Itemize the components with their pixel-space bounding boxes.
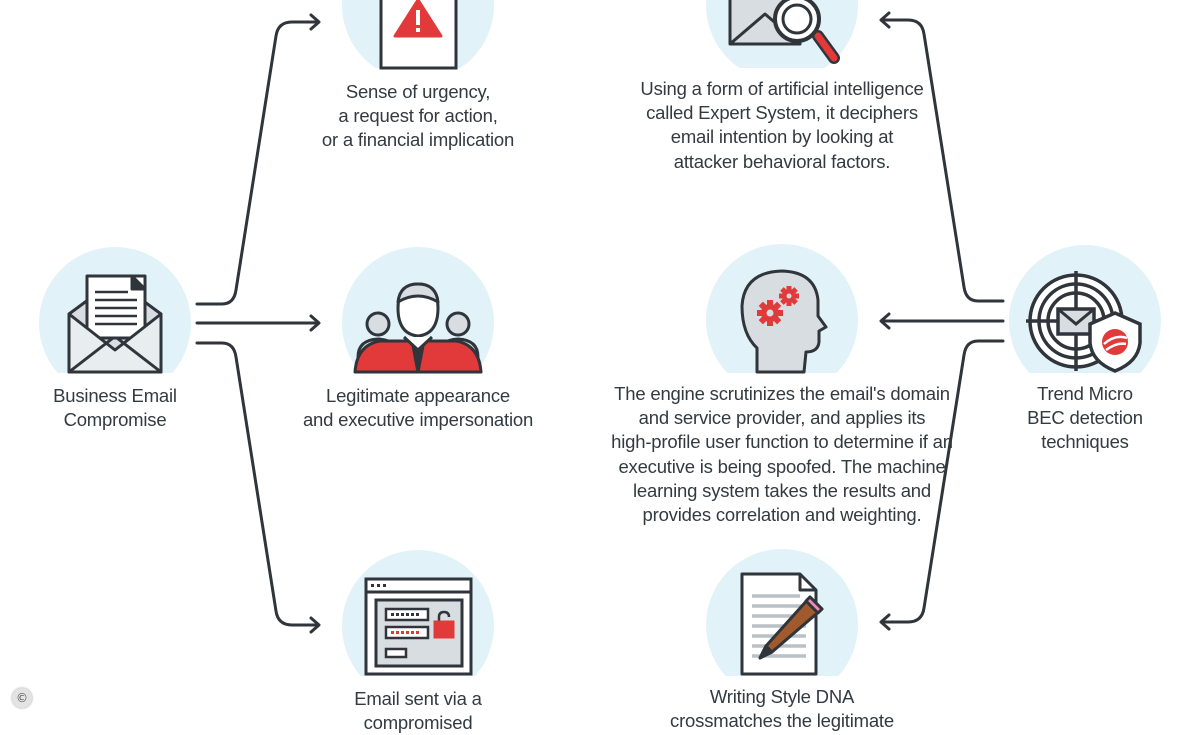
characteristic-label-impersonation: Legitimate appearance and executive impe… <box>302 385 534 431</box>
arrow-to-dna <box>880 339 1005 624</box>
copyright-badge[interactable]: © <box>12 688 32 708</box>
email-magnifier-icon <box>728 0 840 64</box>
arrow-head-compromised <box>309 616 321 634</box>
arrow-to-compromised <box>195 341 320 627</box>
characteristic-label-compromised: Email sent via a compromised <box>354 688 482 734</box>
arrow-head-urgency <box>309 13 321 31</box>
characteristic-label-urgency: Sense of urgency, a request for action, … <box>321 81 515 151</box>
arrow-head-dna <box>879 613 891 631</box>
login-window-lock-icon <box>364 577 473 676</box>
envelope-document-icon <box>67 274 163 374</box>
document-pencil-icon <box>740 572 824 676</box>
target-shield-icon <box>1026 271 1142 373</box>
arrow-to-expert <box>880 18 1005 303</box>
warning-document-icon <box>379 0 458 70</box>
arrow-head-impersonation <box>309 314 321 332</box>
arrow-to-urgency <box>195 20 320 306</box>
source-label: Business Email Compromise <box>53 385 177 431</box>
arrow-head-expert <box>879 11 891 29</box>
bec-diagram <box>39 0 1161 676</box>
detector-label: Trend Micro BEC detection techniques <box>1027 383 1143 453</box>
executive-group-icon <box>353 282 483 374</box>
brain-gears-icon <box>740 269 828 374</box>
arrow-head-ml <box>879 312 891 330</box>
technique-label-expert-system: Using a form of artificial intelligence … <box>640 78 924 172</box>
technique-label-machine-learning: The engine scrutinizes the email's domai… <box>611 383 953 526</box>
technique-label-writing-style-dna: Writing Style DNA crossmatches the legit… <box>670 686 894 732</box>
